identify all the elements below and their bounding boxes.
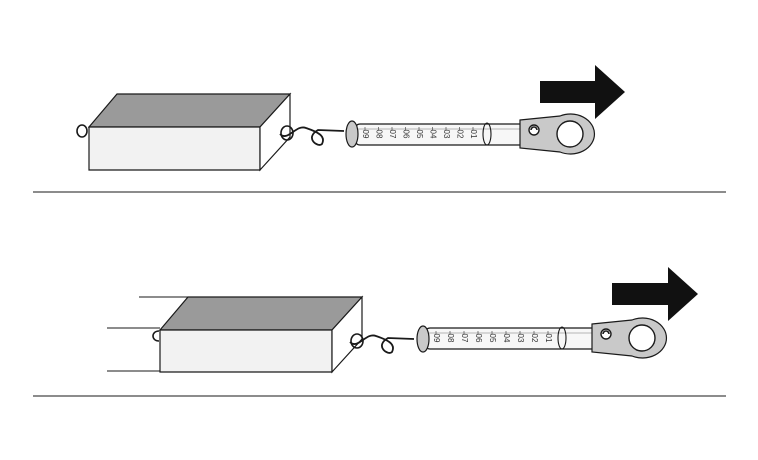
scale-tick-label: 02 [455, 130, 464, 139]
pull-arrow-icon [612, 267, 698, 321]
scale-tick-label: 01 [469, 130, 478, 139]
scale-tick-label: 08 [446, 334, 455, 343]
scale-tick-label: 05 [488, 334, 497, 343]
scale-tick-label: 07 [388, 130, 397, 139]
scale-ticks: 09 08 07 06 05 04 03 02 01 [432, 331, 553, 343]
scale-ticks: 09 08 07 06 05 04 03 02 01 [361, 127, 478, 139]
scale-left-cap [345, 120, 359, 148]
scale-tick-label: 04 [502, 334, 511, 343]
pull-arrow-icon [540, 65, 625, 119]
scale-tick-label: 01 [544, 334, 553, 343]
scale-tick-label: 04 [428, 130, 437, 139]
scene-1: 09 08 07 06 05 04 03 02 01 [76, 65, 625, 172]
scale-tick-label: 09 [361, 130, 370, 139]
scale-tick-label: 09 [432, 334, 441, 343]
scale-left-cap [416, 325, 430, 353]
scale-indicator-ring [482, 122, 492, 146]
hook-icon [279, 125, 345, 146]
spring-scale-icon: 09 08 07 06 05 04 03 02 01 [345, 113, 596, 155]
scene-2: 09 08 07 06 05 04 03 02 01 [107, 267, 698, 374]
scale-tick-label: 07 [460, 334, 469, 343]
hook-icon [349, 333, 415, 354]
block-icon [87, 92, 292, 172]
scale-tick-label: 03 [516, 334, 525, 343]
left-eyelet-icon [76, 124, 88, 138]
block-icon [158, 295, 364, 374]
left-hook-icon [152, 330, 160, 342]
scale-ring-hole [628, 324, 656, 352]
block-top-face [87, 93, 292, 128]
scale-ring-hole [556, 120, 584, 148]
spring-scale-icon: 09 08 07 06 05 04 03 02 01 [416, 317, 668, 359]
scale-tick-label: 05 [415, 130, 424, 139]
block-front-face [159, 329, 333, 373]
block-top-face [158, 296, 364, 331]
scale-tick-label: 02 [530, 334, 539, 343]
scale-tick-label: 03 [442, 130, 451, 139]
scale-indicator-ring [557, 326, 567, 350]
scale-tick-label: 06 [401, 130, 410, 139]
block-front-face [88, 126, 261, 171]
block-side-face [259, 92, 291, 172]
scale-tick-label: 06 [474, 334, 483, 343]
scale-tick-label: 08 [374, 130, 383, 139]
